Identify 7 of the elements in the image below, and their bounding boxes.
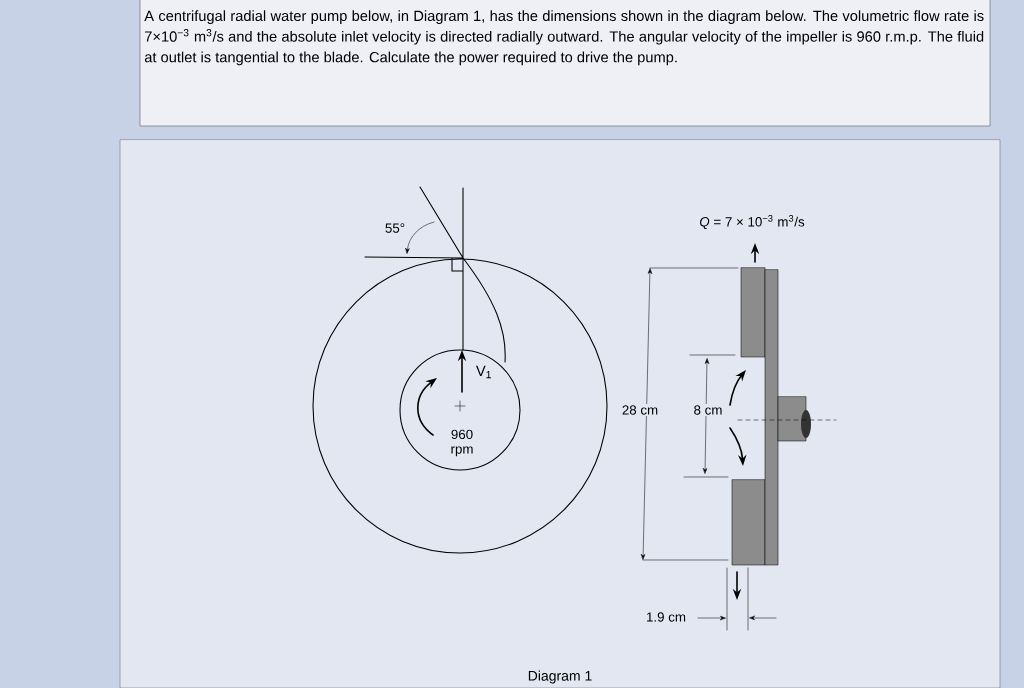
angle-label: 55° [385, 223, 405, 233]
problem-text: A centrifugal radial water pump below, in Diagram 1, has the dimensions shown in the diagram below. The volumetric flow rate is 7×10$^{−3}$ m$^{3}$/s and the absolute inlet velocity is directed radially outward. The angular velocity of the impeller is 960 r.m.p. The fluid at outlet is tangential to the blade. Calculate the power required to drive the pump. [144, 10, 984, 66]
speed-label: 960 rpm [451, 429, 473, 457]
dimension-label: 1.9 cm [647, 612, 686, 622]
velocity-label: V$_{1}$ [476, 365, 491, 379]
caption: Diagram 1 [528, 670, 592, 684]
flow-rate-label: Q = 7 × 10$^{−3}$ m$^{3}$/s [700, 215, 805, 229]
